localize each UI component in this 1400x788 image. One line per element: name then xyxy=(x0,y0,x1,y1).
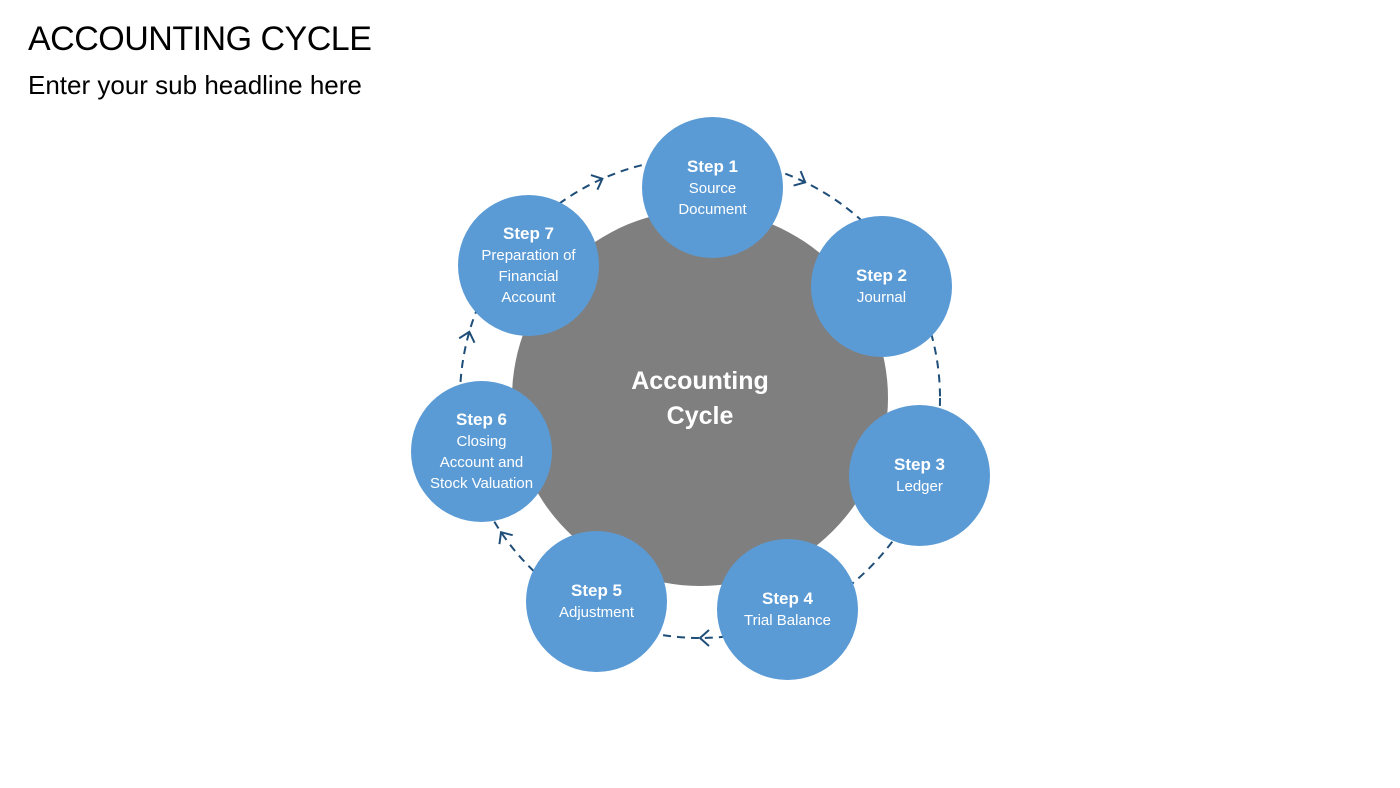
chevron-arrow-icon xyxy=(698,629,710,647)
step-desc: Ledger xyxy=(896,478,943,495)
step-title: Step 3 xyxy=(893,455,946,474)
step-node-7: Step 7 Preparation of Financial Account xyxy=(458,195,599,336)
step-node-6: Step 6 Closing Account and Stock Valuati… xyxy=(411,381,552,522)
step-node-2: Step 2 Journal xyxy=(811,216,952,357)
hub-label-line2: Cycle xyxy=(666,402,734,430)
cycle-ring xyxy=(459,157,941,639)
step-desc: Source Document xyxy=(678,179,747,218)
step-desc: Adjustment xyxy=(558,604,635,621)
step-node-3: Step 3 Ledger xyxy=(849,405,990,546)
step-title: Step 7 xyxy=(502,224,555,243)
slide-title: ACCOUNTING CYCLE xyxy=(28,20,372,58)
step-node-1: Step 1 Source Document xyxy=(642,117,783,258)
step-title: Step 4 xyxy=(761,589,814,608)
slide-subtitle: Enter your sub headline here xyxy=(28,70,362,100)
hub-label-line1: Accounting xyxy=(631,367,769,395)
chevron-arrow-icon xyxy=(793,170,807,187)
step-title: Step 5 xyxy=(570,581,623,600)
step-desc: Closing Account and Stock Valuation xyxy=(429,433,534,492)
chevron-arrow-icon xyxy=(590,174,604,191)
step-node-5: Step 5 Adjustment xyxy=(526,531,667,672)
step-desc: Preparation of Financial Account xyxy=(481,247,576,306)
step-title: Step 1 xyxy=(686,156,739,176)
step-desc: Journal xyxy=(856,289,907,306)
chevron-arrow-icon xyxy=(458,330,476,344)
hub-circle xyxy=(512,210,888,586)
hub-label: Accounting Cycle xyxy=(600,364,800,434)
step-desc: Trial Balance xyxy=(744,612,831,629)
step-node-4: Step 4 Trial Balance xyxy=(717,539,858,680)
step-title: Step 6 xyxy=(455,410,508,429)
chevron-arrow-icon xyxy=(498,530,513,545)
step-title: Step 2 xyxy=(855,266,908,285)
